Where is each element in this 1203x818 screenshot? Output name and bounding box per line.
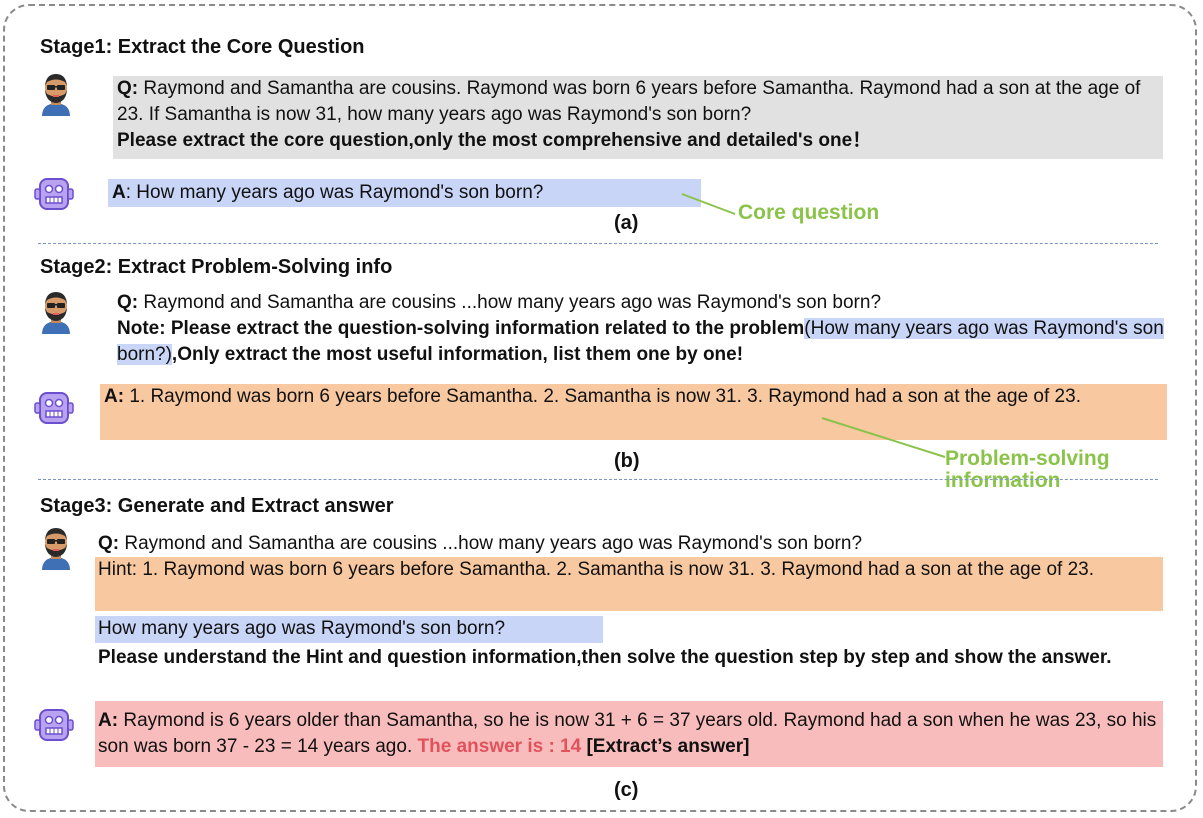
stage3-extract-tag: [Extract’s answer] xyxy=(581,736,750,757)
stage3-a-label: A: xyxy=(98,710,119,731)
stage1-a-label: A xyxy=(112,182,126,203)
core-question-callout: Core question xyxy=(738,201,880,224)
stage3-q-label: Q: xyxy=(98,533,120,554)
stage2-a-text: 1. Raymond was born 6 years before Saman… xyxy=(124,386,1081,407)
stage2-note-tail: ,Only extract the most useful informatio… xyxy=(171,344,744,365)
stage2-answer-box: A: 1. Raymond was born 6 years before Sa… xyxy=(100,384,1167,440)
stage3-caption: (c) xyxy=(614,779,639,801)
stage2-note: Note: Please extract the question-solvin… xyxy=(117,316,1169,372)
stage3-final-answer: The answer is : 14 xyxy=(417,736,582,757)
robot-icon xyxy=(34,392,74,424)
stage-separator xyxy=(38,243,1158,244)
stage2-note-label: Note: Please extract the question-solvin… xyxy=(117,318,805,339)
stage1-q-label: Q: xyxy=(117,78,139,99)
robot-icon xyxy=(34,178,74,210)
stage1-question-box: Q: Raymond and Samantha are cousins. Ray… xyxy=(113,76,1163,159)
stage3-instruction: Please understand the Hint and question … xyxy=(98,647,1112,668)
stage1-q-instruction: Please extract the core question,only th… xyxy=(117,130,872,151)
core-question-pointer xyxy=(681,193,736,215)
stage3-answer-box: A: Raymond is 6 years older than Samanth… xyxy=(95,701,1163,767)
man-avatar-icon xyxy=(42,528,70,570)
stage3-core-question-box: How many years ago was Raymond's son bor… xyxy=(95,616,603,643)
stage3-hint-box: Hint: 1. Raymond was born 6 years before… xyxy=(95,557,1163,611)
stage2-title: Stage2: Extract Problem-Solving info xyxy=(40,256,393,278)
stage3-title: Stage3: Generate and Extract answer xyxy=(40,495,394,517)
stage2-q-text: Raymond and Samantha are cousins ...how … xyxy=(138,292,882,313)
stage2-q-label: Q: xyxy=(117,292,139,313)
man-avatar-icon xyxy=(42,292,70,334)
stage1-q-text: Raymond and Samantha are cousins. Raymon… xyxy=(117,78,1141,125)
stage1-a-text: : How many years ago was Raymond's son b… xyxy=(125,182,544,203)
stage1-answer-box: A: How many years ago was Raymond's son … xyxy=(108,179,701,207)
stage2-a-label: A: xyxy=(104,386,125,407)
outer-frame xyxy=(3,4,1197,812)
stage1-caption: (a) xyxy=(614,212,639,234)
problem-solving-callout: Problem-solving information xyxy=(945,447,1110,492)
stage-separator xyxy=(38,479,1158,480)
problem-solving-pointer xyxy=(821,417,946,458)
stage3-question: Q: Raymond and Samantha are cousins ...h… xyxy=(98,531,1158,557)
stage3-q-text: Raymond and Samantha are cousins ...how … xyxy=(119,533,863,554)
man-avatar-icon xyxy=(42,74,70,116)
stage1-title: Stage1: Extract the Core Question xyxy=(40,36,365,58)
stage2-question: Q: Raymond and Samantha are cousins ...h… xyxy=(117,290,1167,316)
stage2-caption: (b) xyxy=(614,450,640,472)
robot-icon xyxy=(34,709,74,741)
stage3-a-text: Raymond is 6 years older than Samantha, … xyxy=(98,710,1157,757)
